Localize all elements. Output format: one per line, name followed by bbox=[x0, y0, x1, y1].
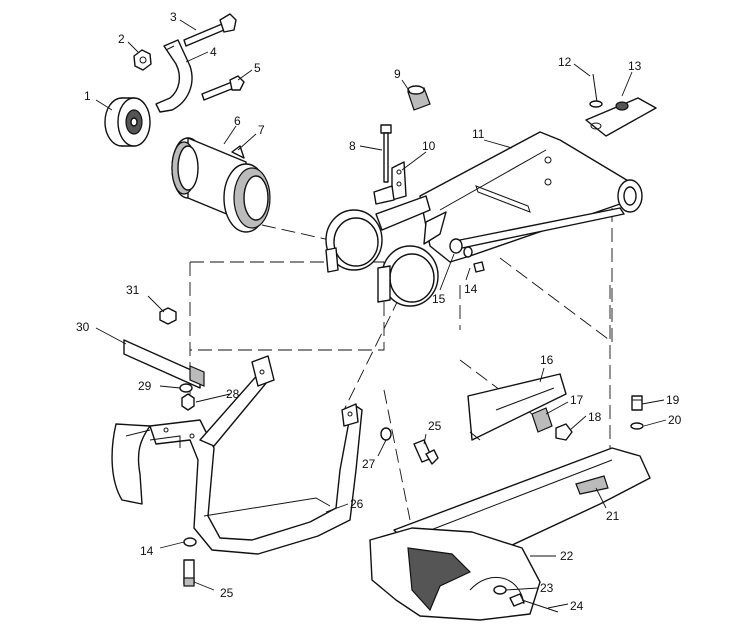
clamp-strap-part-4 bbox=[155, 39, 193, 113]
bolt-part-3 bbox=[183, 13, 237, 47]
callout-3: 3 bbox=[170, 10, 177, 24]
callout-15: 15 bbox=[432, 292, 446, 306]
bolt-part-5 bbox=[201, 75, 245, 101]
callout-8: 8 bbox=[349, 139, 356, 153]
bracket-part-10 bbox=[373, 161, 407, 205]
bolt-part-19 bbox=[631, 395, 643, 411]
callout-1: 1 bbox=[84, 89, 91, 103]
callout-30: 30 bbox=[76, 320, 90, 334]
bolt-part-25-upper bbox=[413, 439, 439, 465]
callout-2: 2 bbox=[118, 32, 125, 46]
pin-part-12 bbox=[589, 73, 603, 108]
callout-14-lower: 14 bbox=[140, 544, 154, 558]
callout-21: 21 bbox=[606, 509, 620, 523]
callout-10: 10 bbox=[422, 139, 436, 153]
washer-part-29 bbox=[179, 383, 193, 393]
swing-arm-part-11 bbox=[325, 131, 643, 307]
callout-18: 18 bbox=[588, 410, 602, 424]
plate-part-13 bbox=[585, 97, 657, 137]
callout-29: 29 bbox=[138, 379, 152, 393]
pin-part-24 bbox=[509, 593, 559, 613]
bushing-part-9 bbox=[407, 85, 431, 111]
callout-23: 23 bbox=[540, 581, 554, 595]
callout-19: 19 bbox=[666, 393, 680, 407]
bumper-part-26 bbox=[111, 355, 363, 555]
bolt-part-18 bbox=[555, 423, 573, 441]
spacer-part-17 bbox=[531, 407, 553, 433]
callout-9: 9 bbox=[394, 67, 401, 81]
washer-part-27 bbox=[380, 427, 392, 441]
callout-12: 12 bbox=[558, 55, 572, 69]
sprocket-cover-part-22 bbox=[369, 527, 541, 621]
bracket-part-16 bbox=[467, 373, 567, 441]
nut-part-2 bbox=[133, 49, 152, 71]
callout-22: 22 bbox=[560, 549, 574, 563]
callout-31: 31 bbox=[126, 283, 140, 297]
sleeve-part-7 bbox=[223, 145, 271, 233]
callout-26: 26 bbox=[350, 497, 364, 511]
callout-14-upper: 14 bbox=[464, 282, 478, 296]
nut-part-28 bbox=[181, 393, 195, 411]
washer-part-20 bbox=[630, 422, 644, 430]
callout-labels: 1 2 3 4 5 6 7 8 9 10 11 12 13 14 15 14 1… bbox=[76, 10, 682, 613]
callout-27: 27 bbox=[362, 457, 376, 471]
washer-part-23 bbox=[493, 585, 507, 595]
bolt-part-8 bbox=[380, 124, 392, 183]
callout-20: 20 bbox=[668, 413, 682, 427]
spacer-part-15 bbox=[449, 238, 473, 258]
callout-25-lower: 25 bbox=[220, 586, 234, 600]
bracket-part-30 bbox=[123, 339, 205, 389]
callout-7: 7 bbox=[258, 123, 265, 137]
leader-lines bbox=[95, 19, 667, 609]
callout-25-upper: 25 bbox=[428, 419, 442, 433]
washer-part-14-upper bbox=[473, 261, 485, 273]
callout-28: 28 bbox=[226, 387, 240, 401]
callout-17: 17 bbox=[570, 393, 584, 407]
bolt-part-25-lower bbox=[183, 559, 195, 587]
callout-4: 4 bbox=[210, 45, 217, 59]
roller-bearing-part-1 bbox=[104, 97, 151, 147]
callout-5: 5 bbox=[254, 61, 261, 75]
callout-11: 11 bbox=[472, 127, 485, 141]
callout-16: 16 bbox=[540, 353, 554, 367]
washer-part-14-lower bbox=[183, 537, 197, 547]
callout-13: 13 bbox=[628, 59, 642, 73]
callout-24: 24 bbox=[570, 599, 584, 613]
callout-6: 6 bbox=[234, 114, 241, 128]
